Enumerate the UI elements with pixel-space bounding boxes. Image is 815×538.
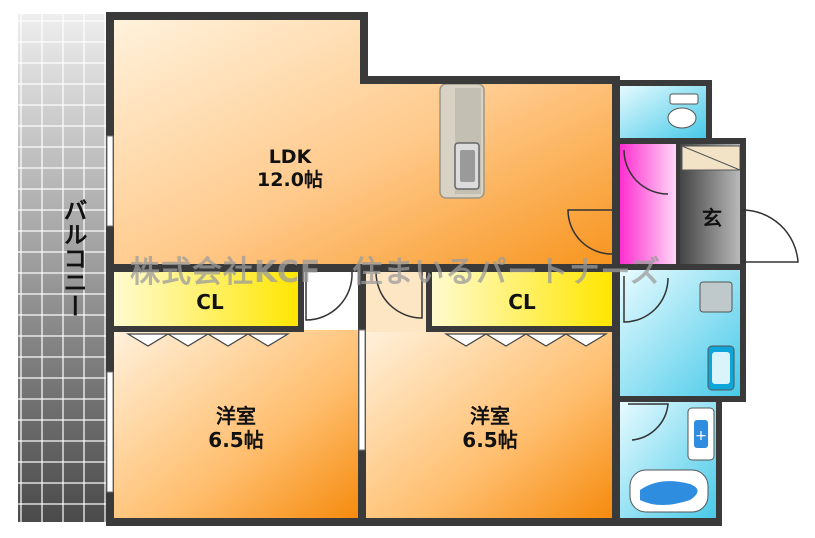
closet-left-label: CL xyxy=(196,290,224,314)
ldk-size: 12.0帖 xyxy=(257,168,323,191)
bedroom-right-label: 洋室 6.5帖 xyxy=(430,404,550,452)
svg-text:+: + xyxy=(695,428,707,444)
bedroom-left-label: 洋室 6.5帖 xyxy=(176,404,296,452)
ldk-room xyxy=(110,16,615,266)
bedroom-left-name: 洋室 xyxy=(216,404,256,428)
balcony-label: バルコニー xyxy=(59,198,87,318)
shower-panel: + xyxy=(687,407,715,461)
hallway xyxy=(620,144,676,268)
windows xyxy=(106,135,366,493)
closet-right-label: CL xyxy=(508,290,536,314)
bedroom-right xyxy=(366,330,612,520)
bedroom-left-size: 6.5帖 xyxy=(208,428,264,452)
ldk-label: LDK 12.0帖 xyxy=(230,146,350,192)
kitchen-counter xyxy=(439,83,485,199)
closet-left xyxy=(114,271,300,329)
washing-machine xyxy=(699,281,733,313)
toilet-fixture xyxy=(667,93,699,129)
balcony xyxy=(18,14,106,522)
vanity-sink xyxy=(707,345,735,391)
bedroom-right-name: 洋室 xyxy=(470,404,510,428)
closet-right xyxy=(430,271,612,329)
watermark: 株式会社KCF 住まいるパートナーズ xyxy=(130,255,661,290)
ldk-name: LDK xyxy=(268,146,312,168)
genkan-label: 玄 xyxy=(702,206,722,230)
doors xyxy=(305,149,799,441)
bedroom-right-size: 6.5帖 xyxy=(462,428,518,452)
bathtub xyxy=(629,469,709,513)
closet-bifold-doors xyxy=(125,333,609,347)
walls xyxy=(106,12,746,526)
toilet xyxy=(620,84,708,138)
bedroom-left xyxy=(114,330,360,520)
